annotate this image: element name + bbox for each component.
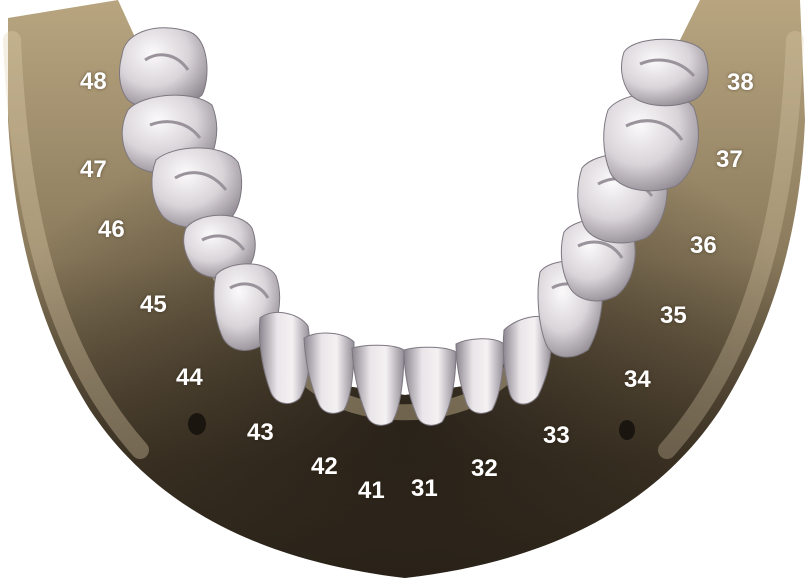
tooth-label-34: 34 (624, 368, 651, 392)
tooth-label-33: 33 (543, 424, 570, 448)
tooth-label-46: 46 (98, 218, 125, 242)
tooth-label-31: 31 (411, 477, 438, 501)
tooth-label-36: 36 (690, 234, 717, 258)
tooth-label-42: 42 (311, 455, 338, 479)
tooth-38 (622, 39, 709, 105)
right-mental-foramen (619, 420, 635, 440)
tooth-label-45: 45 (140, 293, 167, 317)
tooth-label-32: 32 (471, 457, 498, 481)
tooth-37 (604, 93, 699, 191)
tooth-label-44: 44 (176, 366, 203, 390)
tooth-label-37: 37 (716, 148, 743, 172)
tooth-label-47: 47 (80, 158, 107, 182)
tooth-label-43: 43 (247, 421, 274, 445)
tooth-label-38: 38 (727, 71, 754, 95)
tooth-label-41: 41 (358, 479, 385, 503)
tooth-label-48: 48 (80, 70, 107, 94)
tooth-label-35: 35 (660, 304, 687, 328)
left-mental-foramen (188, 413, 206, 435)
